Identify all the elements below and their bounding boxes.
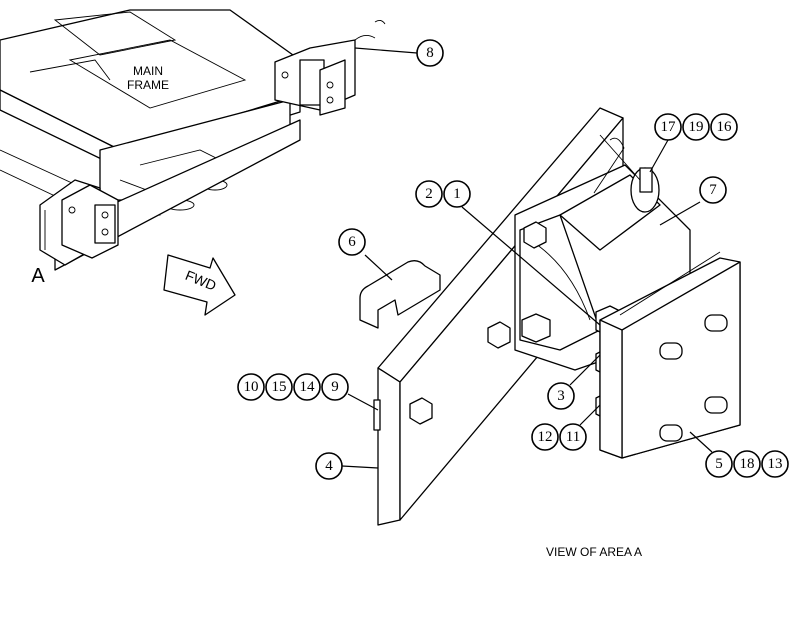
handle xyxy=(359,260,441,329)
callout-14-num: 14 xyxy=(300,379,316,395)
callout-5-num: 5 xyxy=(715,456,723,472)
leader-lines xyxy=(341,47,713,469)
callout-1-num: 1 xyxy=(453,186,461,202)
area-letter: A xyxy=(31,265,45,287)
view-caption: VIEW OF AREA A xyxy=(546,545,642,559)
callout-6-num: 6 xyxy=(348,234,356,250)
deck-panel xyxy=(53,11,177,56)
fwd-arrow: FWD xyxy=(163,254,236,316)
callout-11-num: 11 xyxy=(566,429,580,445)
callout-12-num: 12 xyxy=(538,429,553,445)
callout-17-19-16: 17 19 16 xyxy=(654,113,738,141)
callout-16-num: 16 xyxy=(717,119,733,135)
deck-panel-2 xyxy=(68,39,247,109)
callout-7-num: 7 xyxy=(709,182,717,198)
callout-8: 8 xyxy=(416,39,444,67)
studs xyxy=(659,314,728,442)
callout-19-num: 19 xyxy=(689,119,704,135)
callout-12-11: 12 11 xyxy=(531,423,587,451)
mount-right xyxy=(274,19,386,116)
callout-15-num: 15 xyxy=(272,379,287,395)
callout-5-18-13: 5 18 13 xyxy=(705,450,789,478)
mount-a xyxy=(39,179,119,266)
detail-view xyxy=(359,107,741,526)
callout-2-1: 2 1 xyxy=(415,180,471,208)
callout-3: 3 xyxy=(547,382,575,410)
callout-6: 6 xyxy=(338,228,366,256)
callout-8-num: 8 xyxy=(426,45,434,61)
callout-4: 4 xyxy=(315,452,343,480)
callout-9-num: 9 xyxy=(331,379,339,395)
callout-18-num: 18 xyxy=(740,456,755,472)
callout-7: 7 xyxy=(699,176,727,204)
callout-17-num: 17 xyxy=(661,119,677,135)
callout-4-num: 4 xyxy=(325,458,333,474)
main-frame-label-2: FRAME xyxy=(127,78,169,92)
main-frame-overview: MAIN FRAME xyxy=(0,9,386,271)
callout-2-num: 2 xyxy=(425,186,433,202)
callout-13-num: 13 xyxy=(768,456,783,472)
callout-3-num: 3 xyxy=(557,388,565,404)
callout-10-15-14-9: 10 15 14 9 xyxy=(237,373,349,401)
deck-rib xyxy=(29,59,111,81)
plate-side xyxy=(377,367,401,526)
main-frame-label-1: MAIN xyxy=(133,64,163,78)
callout-10-num: 10 xyxy=(244,379,259,395)
